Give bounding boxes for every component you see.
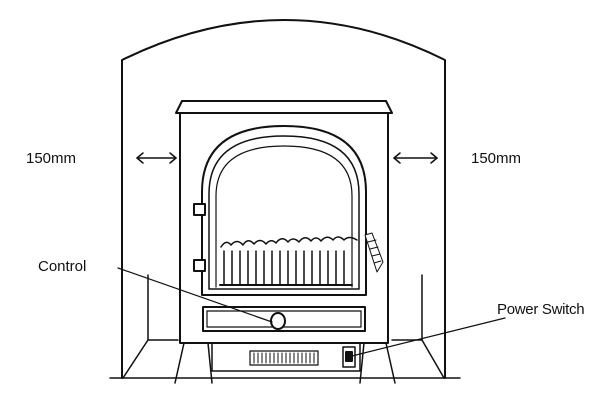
control-leader-line	[117, 267, 273, 323]
power-switch-leader-line	[351, 317, 506, 357]
fuel-bed-top	[220, 236, 358, 248]
power-switch-toggle	[345, 351, 353, 362]
heater-vent	[249, 350, 319, 366]
hearth-lines	[109, 274, 461, 379]
door-hinge-bottom	[193, 259, 206, 272]
control-panel-inner	[206, 310, 362, 328]
right-gap-label: 150mm	[471, 150, 522, 167]
control-panel	[202, 306, 366, 332]
right-gap-arrow	[393, 152, 438, 164]
stove-legs	[174, 342, 396, 384]
control-knob	[270, 312, 286, 330]
heater-vent-slats	[253, 352, 315, 364]
left-gap-label: 150mm	[26, 150, 77, 167]
door-handle	[364, 232, 384, 273]
power-switch-label: Power Switch	[497, 301, 585, 318]
left-gap-arrow	[136, 152, 177, 164]
stove-door-inner	[208, 135, 360, 290]
door-hinge-top	[193, 203, 206, 216]
stove-top-plate	[175, 100, 393, 114]
stove-body	[179, 112, 389, 344]
control-label: Control	[38, 258, 87, 275]
heater-base	[211, 342, 361, 372]
fire-grate	[223, 250, 345, 286]
fireplace-recess-outline	[121, 19, 446, 379]
stove-door-outer	[201, 125, 367, 296]
power-switch-box	[342, 346, 356, 368]
door-glass-line	[215, 145, 353, 288]
